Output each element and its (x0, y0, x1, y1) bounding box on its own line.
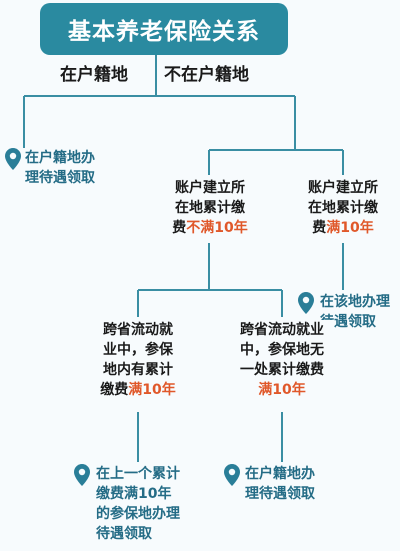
node-account-full: 账户建立所 在地累计缴 费满10年 (299, 178, 387, 238)
node-account-less-highlight: 不满10年 (186, 220, 248, 236)
leaf-hometown-2-line-1: 在户籍地办 (245, 466, 315, 482)
node-account-less-prefix: 费 (172, 220, 187, 236)
leaf-hometown: 在户籍地办 理待遇领取 (25, 148, 95, 188)
node-account-less-line-3: 费不满10年 (166, 218, 254, 238)
node-cross-none-line-3: 一处累计缴费 (240, 362, 324, 378)
leaf-last-place-line-1: 在上一个累计 (96, 466, 180, 482)
leaf-last-place-line-2: 缴费满10年 (96, 486, 172, 502)
node-account-full-line-2: 在地累计缴 (308, 200, 378, 216)
node-cross-has-line-1: 跨省流动就 (103, 322, 173, 338)
node-cross-has-line-3: 地内有累计 (103, 362, 173, 378)
node-cross-none: 跨省流动就业 中，参保地无 一处累计缴费 满10年 (230, 320, 334, 400)
node-cross-has-line-4: 缴费满10年 (94, 380, 182, 400)
leaf-local-line-1: 在该地办理 (320, 294, 390, 310)
node-cross-has-line-2: 业中，参保 (103, 342, 173, 358)
page-title: 基本养老保险关系 (68, 19, 260, 45)
node-cross-none-line-2: 中，参保地无 (240, 342, 324, 358)
location-pin-icon (224, 464, 240, 486)
node-cross-none-line-1: 跨省流动就业 (240, 322, 324, 338)
node-account-full-highlight: 满10年 (326, 220, 374, 236)
node-cross-none-highlight: 满10年 (258, 382, 306, 398)
node-account-full-line-1: 账户建立所 (308, 180, 378, 196)
location-pin-icon (74, 464, 90, 486)
branch-hometown: 在户籍地 (60, 65, 128, 85)
node-cross-has-prefix: 缴费 (100, 382, 129, 398)
leaf-hometown-2: 在户籍地办 理待遇领取 (245, 464, 315, 504)
location-pin-icon (5, 148, 21, 170)
node-account-less: 账户建立所 在地累计缴 费不满10年 (166, 178, 254, 238)
branch-not-hometown: 不在户籍地 (164, 65, 249, 85)
leaf-hometown-line-1: 在户籍地办 (25, 150, 95, 166)
node-account-full-line-3: 费满10年 (299, 218, 387, 238)
leaf-local-line-2: 待遇领取 (320, 314, 376, 330)
node-account-full-prefix: 费 (312, 220, 327, 236)
leaf-last-place-line-3: 的参保地办理 (96, 506, 180, 522)
node-cross-has-highlight: 满10年 (128, 382, 176, 398)
node-account-less-line-1: 账户建立所 (175, 180, 245, 196)
leaf-last-place-line-4: 待遇领取 (96, 526, 152, 542)
node-account-less-line-2: 在地累计缴 (175, 200, 245, 216)
node-cross-has: 跨省流动就 业中，参保 地内有累计 缴费满10年 (94, 320, 182, 400)
title-box: 基本养老保险关系 (40, 3, 288, 55)
location-pin-icon (298, 292, 314, 314)
leaf-hometown-line-2: 理待遇领取 (25, 170, 95, 186)
leaf-hometown-2-line-2: 理待遇领取 (245, 486, 315, 502)
leaf-last-place: 在上一个累计 缴费满10年 的参保地办理 待遇领取 (96, 464, 180, 544)
